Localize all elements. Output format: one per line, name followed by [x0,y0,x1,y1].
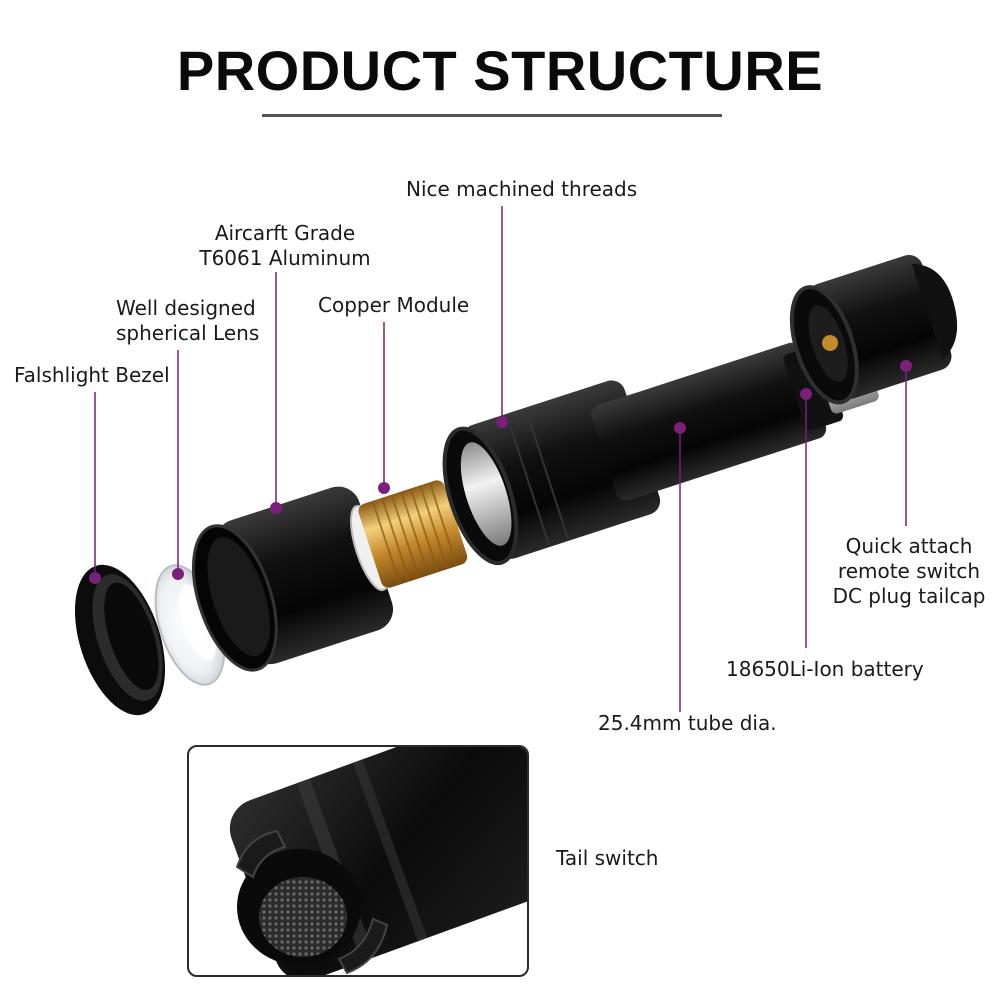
head-part [191,486,394,672]
label-copper-module: Copper Module [318,293,470,317]
tailcap-part [789,254,958,405]
page-title: PRODUCT STRUCTURE [176,39,824,102]
copper-module-part [350,480,473,592]
dot-tube [674,422,686,434]
label-tailcap-line3: DC plug tailcap [832,584,986,608]
label-lens-line2: spherical Lens [116,321,260,345]
dot-bezel [89,572,101,584]
label-battery: 18650Li-Ion battery [726,657,924,681]
label-aluminum-line2: T6061 Aluminum [199,246,371,270]
label-lens-line1: Well designed [116,296,256,320]
label-tail-switch: Tail switch [556,846,659,870]
title-underline [262,114,722,117]
tail-switch-image [229,747,527,975]
label-tailcap-line2: remote switch [837,559,981,583]
dot-lens [172,568,184,580]
dot-tailcap [900,360,912,372]
dot-threads [496,416,508,428]
dot-aluminum [270,502,282,514]
tail-switch-inset [187,745,529,977]
dot-battery [800,388,812,400]
label-bezel: Falshlight Bezel [14,363,170,387]
label-tailcap-line1: Quick attach [845,534,973,558]
label-threads: Nice machined threads [406,177,638,201]
label-aluminum-line1: Aircarft Grade [214,221,356,245]
dot-copper [378,482,390,494]
label-tube: 25.4mm tube dia. [598,711,777,735]
bezel-part [74,564,166,716]
